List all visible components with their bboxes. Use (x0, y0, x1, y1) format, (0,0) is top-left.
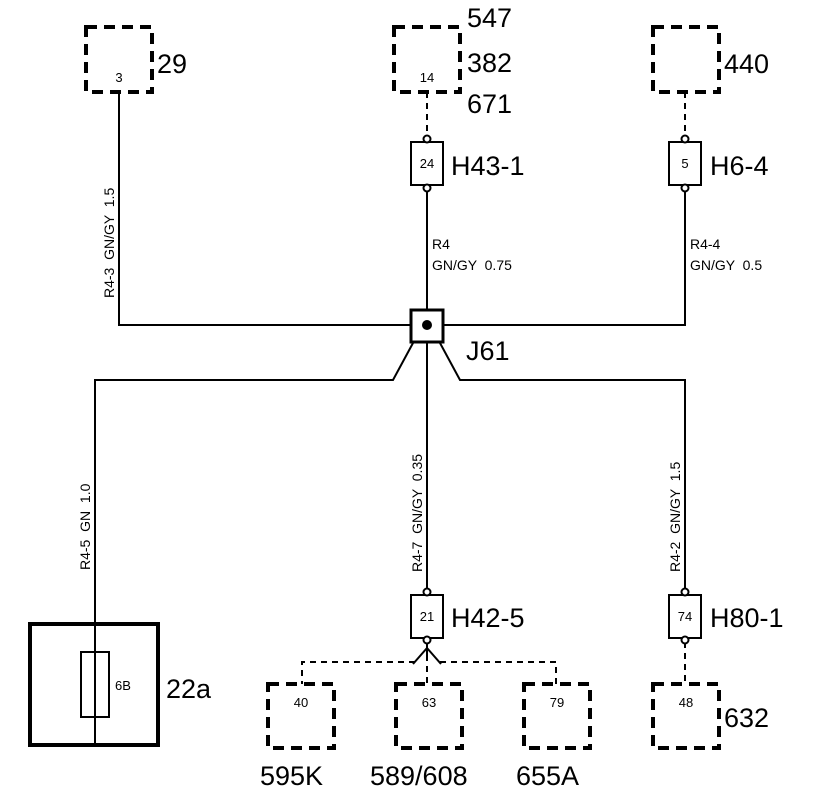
dashed-connectors (84, 25, 721, 750)
dashed-wires (301, 92, 686, 684)
wire-label-r4-spec: GN/GY 0.75 (432, 257, 512, 273)
pin-24: 24 (420, 156, 434, 171)
j61-box (409, 308, 445, 344)
label-547: 547 (467, 3, 512, 33)
dashed-h42-to-40 (301, 661, 415, 684)
pin-21: 21 (420, 609, 434, 624)
inline-connectors (410, 134, 702, 645)
pin-79: 79 (550, 695, 564, 710)
pin-74: 74 (678, 609, 692, 624)
wire-r4-5 (94, 342, 414, 745)
pin-48: 48 (679, 695, 693, 710)
wire-label-r4-7: R4-7 GN/GY 0.35 (409, 454, 425, 572)
wire-label-r4-3: R4-3 GN/GY 1.5 (101, 188, 117, 298)
label-h80-1: H80-1 (710, 603, 784, 633)
wire-r4-3 (118, 92, 686, 326)
connector-589-box (394, 682, 464, 750)
connector-440-box (651, 25, 721, 94)
component-22a (28, 622, 160, 747)
label-22a: 22a (166, 674, 212, 704)
dashed-h42-to-79 (440, 661, 557, 684)
pin-5: 5 (681, 156, 688, 171)
label-h6-4: H6-4 (710, 151, 769, 181)
connector-595k-box (266, 682, 336, 750)
label-595k: 595K (260, 761, 323, 791)
wire-label-r4-4-id: R4-4 (690, 236, 721, 252)
label-671: 671 (467, 89, 512, 119)
pin-numbers: 3 14 24 5 21 74 6B 40 63 79 48 (115, 70, 693, 710)
j61-dot (422, 320, 432, 330)
wire-label-r4-id: R4 (432, 236, 450, 252)
connector-632-box (651, 682, 721, 750)
label-632: 632 (724, 703, 769, 733)
wire-r4-2 (439, 342, 686, 590)
connector-29-box (84, 25, 154, 94)
pin-3: 3 (115, 70, 122, 85)
wire-label-r4-2: R4-2 GN/GY 1.5 (667, 462, 683, 572)
label-382: 382 (467, 48, 512, 78)
pin-6b: 6B (115, 678, 131, 693)
wire-label-r4-4-spec: GN/GY 0.5 (690, 257, 762, 273)
wire-labels: R4-3 GN/GY 1.5 R4 GN/GY 0.75 R4-4 GN/GY … (77, 188, 762, 572)
label-440: 440 (724, 49, 769, 79)
label-655a: 655A (516, 761, 579, 791)
label-h42-5: H42-5 (451, 603, 525, 633)
label-h43-1: H43-1 (451, 151, 525, 181)
label-29: 29 (157, 49, 187, 79)
wires (94, 92, 686, 745)
connector-655a-box (522, 682, 592, 750)
label-j61: J61 (466, 336, 510, 366)
connector-547-box (392, 25, 462, 94)
component-labels: 29 547 382 671 440 H43-1 H6-4 J61 H42-5 … (157, 3, 784, 791)
pin-14: 14 (420, 70, 434, 85)
wire-label-r4-5: R4-5 GN 1.0 (77, 483, 93, 570)
pin-40: 40 (294, 695, 308, 710)
pin-63: 63 (422, 695, 436, 710)
label-589-608: 589/608 (370, 761, 468, 791)
splice-j61 (409, 308, 445, 344)
